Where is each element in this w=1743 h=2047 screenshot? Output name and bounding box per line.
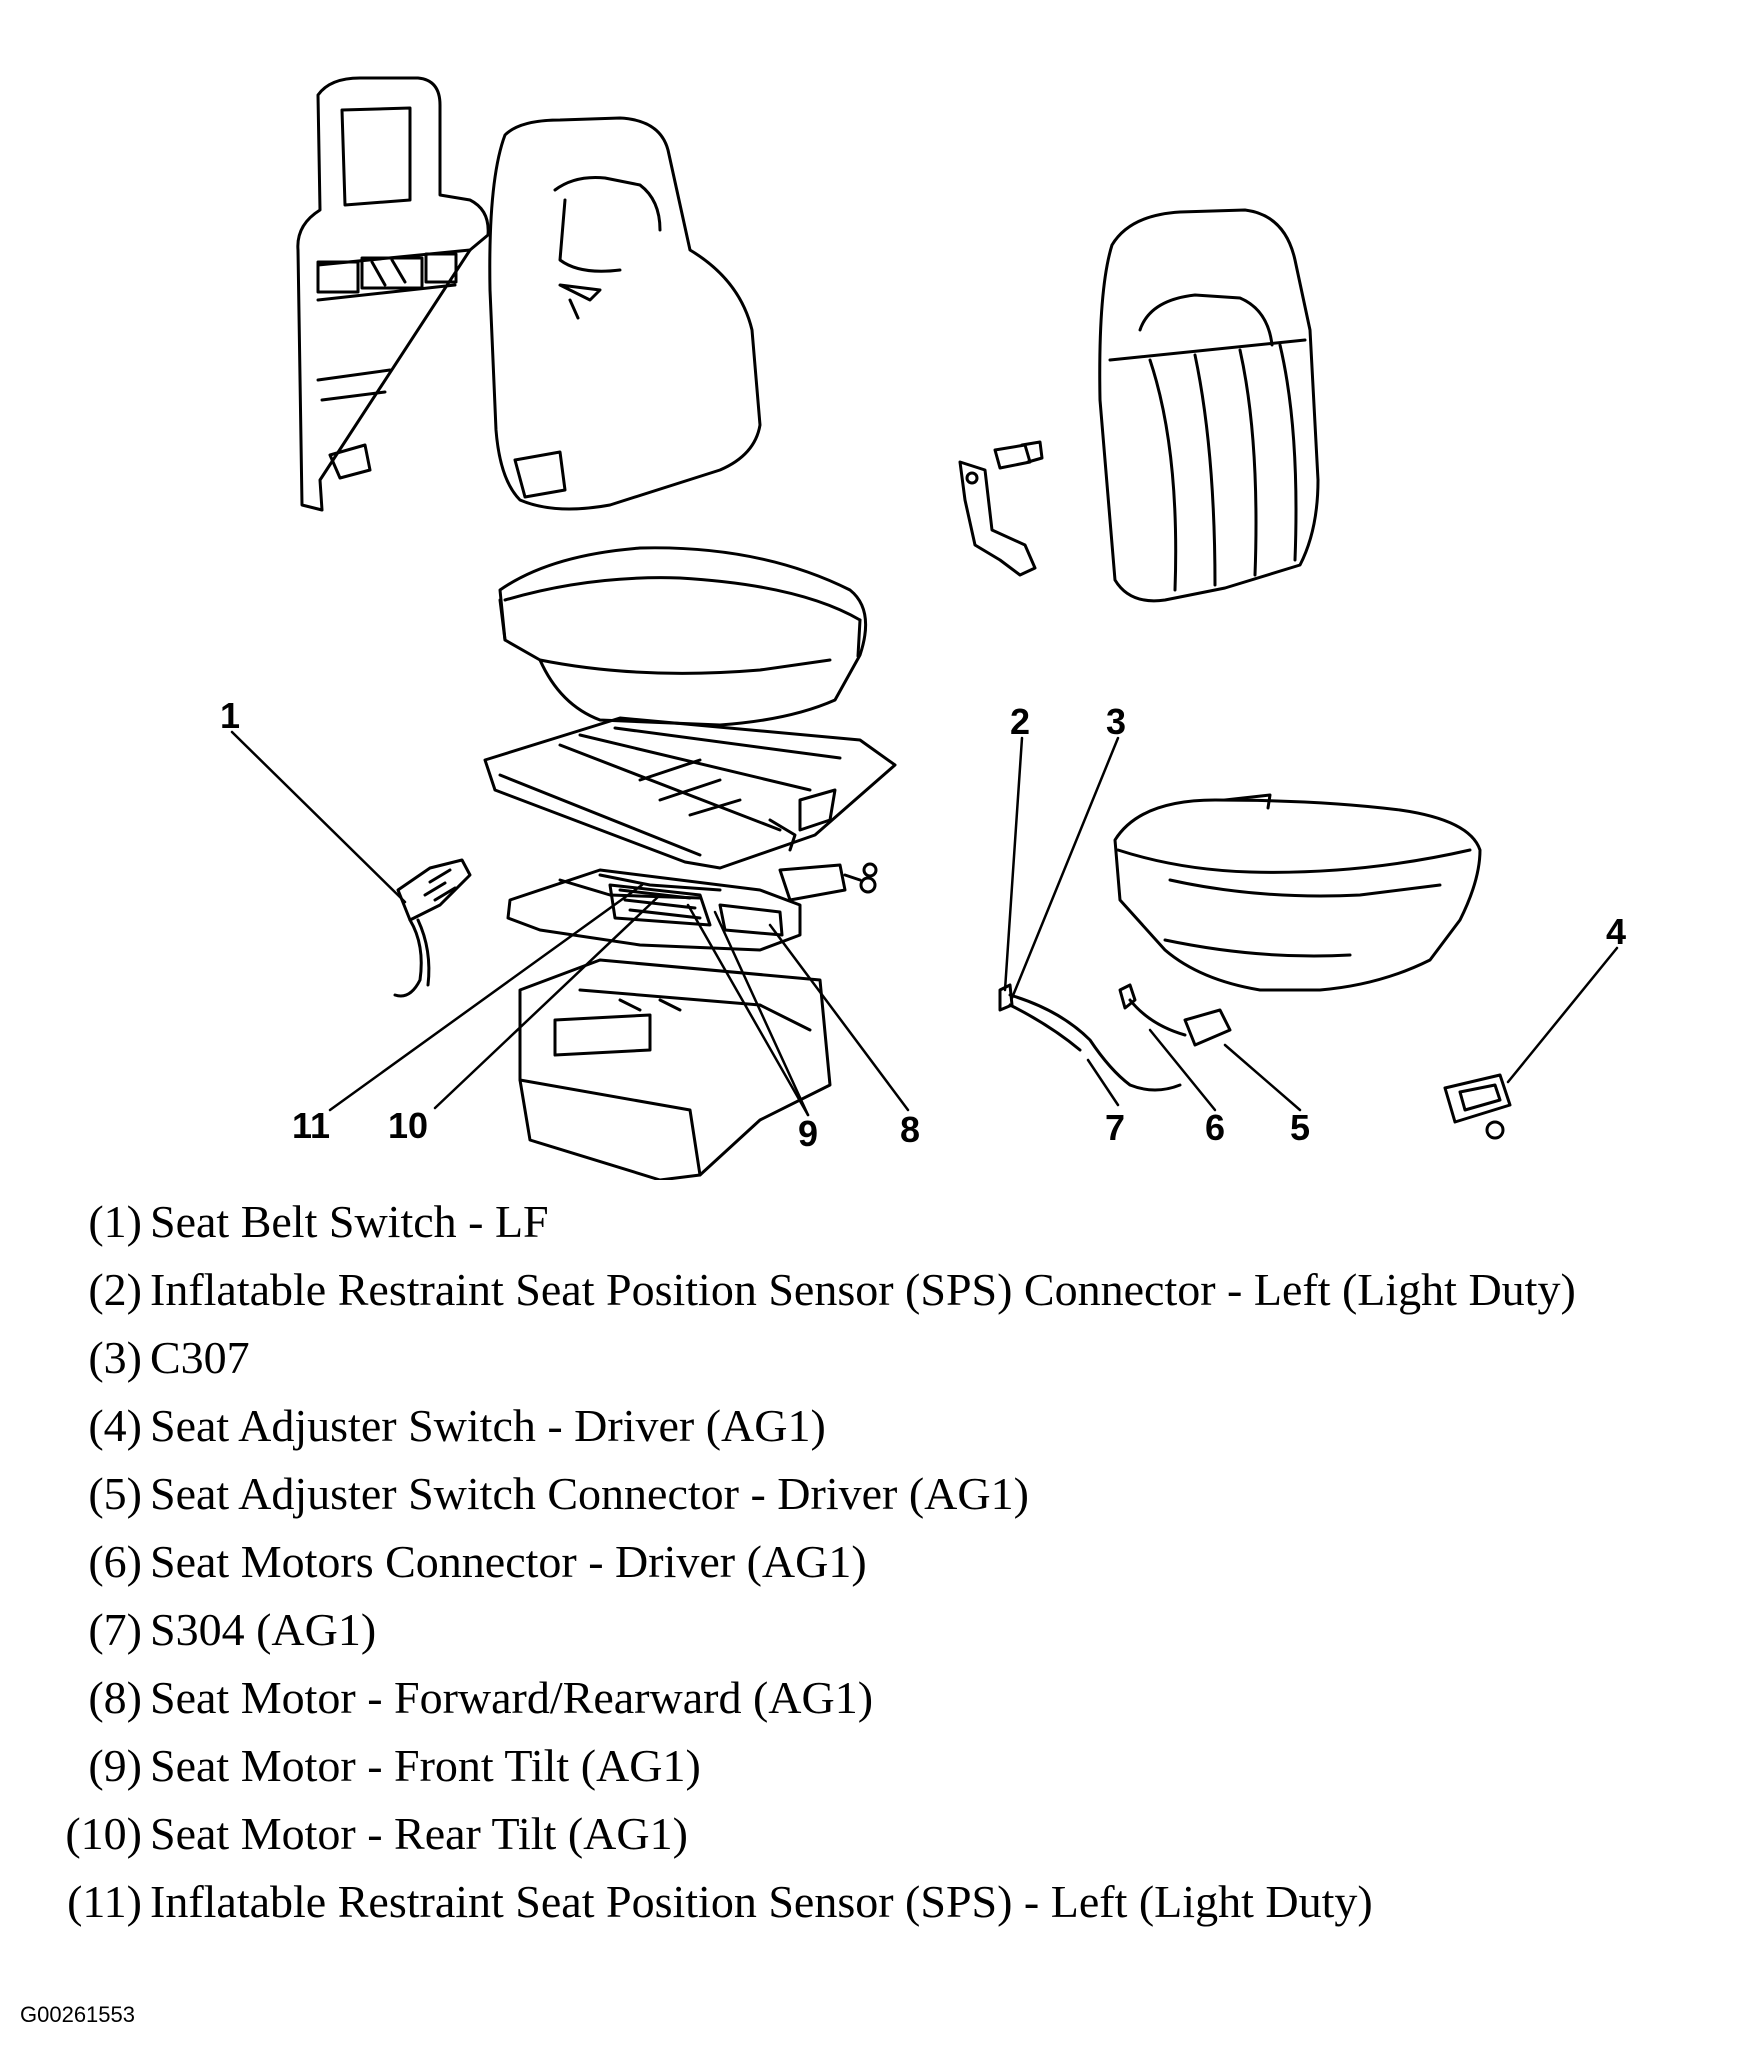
callout-6: 6 <box>1205 1107 1225 1148</box>
parts-legend: (1) Seat Belt Switch - LF (2) Inflatable… <box>52 1188 1732 1936</box>
legend-number: (5) <box>88 1468 142 1519</box>
callout-1: 1 <box>220 695 240 736</box>
legend-label: Inflatable Restraint Seat Position Senso… <box>150 1264 1576 1315</box>
legend-item: (1) Seat Belt Switch - LF <box>52 1188 1732 1256</box>
legend-number: (8) <box>88 1672 142 1723</box>
seat-position-harness <box>998 983 1232 1092</box>
legend-number: (2) <box>88 1264 142 1315</box>
figure-id: G00261553 <box>20 2002 135 2027</box>
legend-item: (10) Seat Motor - Rear Tilt (AG1) <box>52 1800 1732 1868</box>
seat-belt-switch-lf <box>393 858 472 998</box>
seat-exploded-diagram: 1 2 3 4 5 6 7 8 9 10 11 <box>220 76 1626 1180</box>
seat-riser-base <box>518 958 832 1180</box>
callout-10: 10 <box>388 1105 428 1146</box>
seat-adjuster-assembly <box>506 862 878 952</box>
legend-number: (3) <box>88 1332 142 1383</box>
callout-8: 8 <box>900 1109 920 1150</box>
legend-item: (4) Seat Adjuster Switch - Driver (AG1) <box>52 1392 1732 1460</box>
legend-number: (10) <box>65 1808 142 1859</box>
recliner-bracket <box>958 440 1044 577</box>
legend-item: (8) Seat Motor - Forward/Rearward (AG1) <box>52 1664 1732 1732</box>
callout-9: 9 <box>798 1113 818 1154</box>
legend-item: (9) Seat Motor - Front Tilt (AG1) <box>52 1732 1732 1800</box>
legend-label: Seat Motors Connector - Driver (AG1) <box>150 1536 867 1587</box>
legend-label: Seat Adjuster Switch - Driver (AG1) <box>150 1400 826 1451</box>
legend-number: (1) <box>88 1196 142 1247</box>
callout-4: 4 <box>1606 911 1626 952</box>
seat-adjuster-switch-driver <box>1443 1073 1512 1140</box>
legend-item: (7) S304 (AG1) <box>52 1596 1732 1664</box>
legend-label: Seat Motor - Front Tilt (AG1) <box>150 1740 701 1791</box>
legend-label: Inflatable Restraint Seat Position Senso… <box>150 1876 1373 1927</box>
legend-item: (2) Inflatable Restraint Seat Position S… <box>52 1256 1732 1324</box>
legend-number: (4) <box>88 1400 142 1451</box>
seat-back-cushion-left <box>488 116 762 511</box>
leader-lines <box>230 730 1619 1117</box>
legend-number: (11) <box>67 1876 142 1927</box>
legend-item: (6) Seat Motors Connector - Driver (AG1) <box>52 1528 1732 1596</box>
seat-back-frame <box>296 76 490 512</box>
seat-pan-frame <box>483 716 897 870</box>
seat-back-cushion-right <box>1098 208 1320 603</box>
callout-7: 7 <box>1105 1107 1125 1148</box>
legend-label: Seat Motor - Rear Tilt (AG1) <box>150 1808 688 1859</box>
legend-label: C307 <box>150 1332 250 1383</box>
seat-cushion-cover-right <box>1113 793 1482 992</box>
callout-2: 2 <box>1010 701 1030 742</box>
legend-number: (9) <box>88 1740 142 1791</box>
legend-item: (11) Inflatable Restraint Seat Position … <box>52 1868 1732 1936</box>
legend-item: (3) C307 <box>52 1324 1732 1392</box>
callout-numbers: 1 2 3 4 5 6 7 8 9 10 11 <box>220 695 1626 1154</box>
seat-cushion <box>498 546 868 727</box>
callout-3: 3 <box>1106 701 1126 742</box>
legend-label: Seat Belt Switch - LF <box>150 1196 549 1247</box>
callout-5: 5 <box>1290 1107 1310 1148</box>
callout-11: 11 <box>292 1105 330 1146</box>
legend-label: Seat Motor - Forward/Rearward (AG1) <box>150 1672 874 1723</box>
legend-label: S304 (AG1) <box>150 1604 377 1655</box>
legend-label: Seat Adjuster Switch Connector - Driver … <box>150 1468 1029 1519</box>
legend-item: (5) Seat Adjuster Switch Connector - Dri… <box>52 1460 1732 1528</box>
legend-number: (7) <box>88 1604 142 1655</box>
legend-number: (6) <box>88 1536 142 1587</box>
